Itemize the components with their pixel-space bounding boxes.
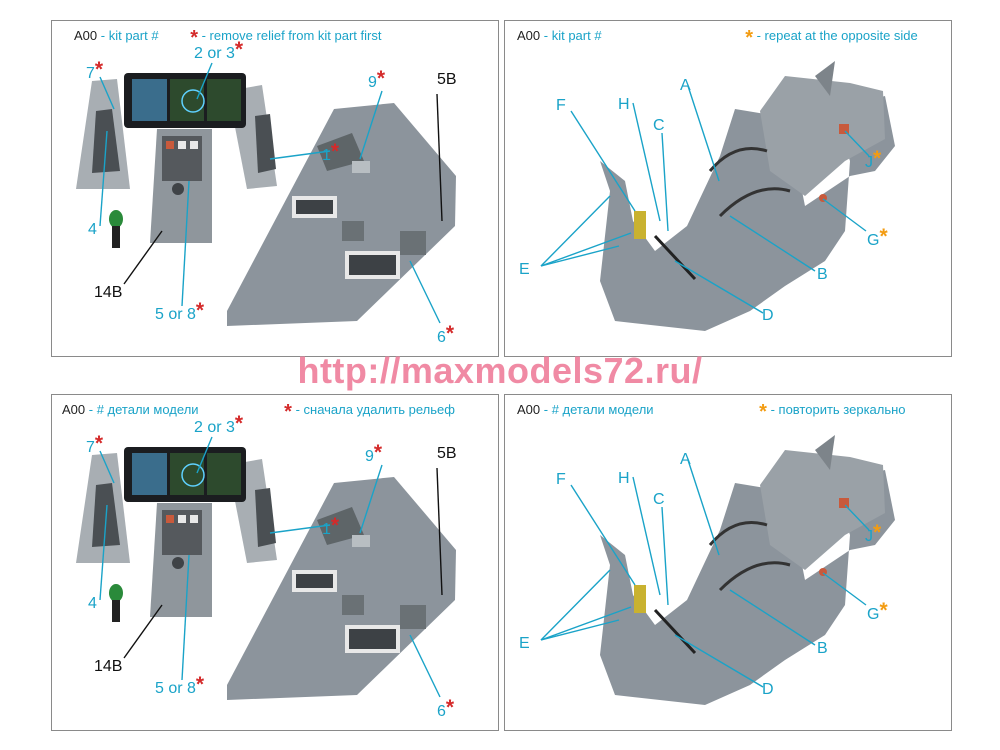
leader-lines: [540, 459, 870, 688]
asterisk-icon: *: [190, 27, 198, 49]
leader-lines: [99, 62, 441, 324]
black-leader-lines: [123, 467, 443, 659]
label-j: J*: [865, 521, 882, 545]
label-h: H: [618, 96, 630, 113]
panel-cockpit-ru: A00 - # детали модели * - сначала удалит…: [51, 394, 499, 731]
seat-illustration: [540, 435, 895, 705]
label-7: 7*: [86, 432, 104, 456]
instrument-panel-model: [76, 73, 277, 248]
label-5b: 5B: [437, 445, 457, 462]
label-f: F: [556, 97, 566, 114]
label-14b: 14B: [94, 658, 123, 675]
leader-lines: [99, 436, 441, 698]
label-9: 9*: [365, 441, 383, 465]
label-9: 9*: [368, 67, 386, 91]
asterisk-icon: *: [759, 401, 767, 423]
label-7: 7*: [86, 58, 104, 82]
label-g: G*: [867, 225, 888, 249]
label-14b: 14B: [94, 284, 123, 301]
leader-lines: [540, 85, 870, 314]
label-a: A: [680, 451, 691, 468]
panel-header: A00 - kit part # * - repeat at the oppos…: [517, 27, 918, 49]
ejection-seat-model: [600, 61, 895, 331]
panel-header: A00 - # детали модели * - повторить зерк…: [517, 401, 906, 423]
label-d: D: [762, 681, 774, 698]
asterisk-icon: *: [284, 401, 292, 423]
label-4: 4: [88, 595, 97, 612]
label-d: D: [762, 307, 774, 324]
label-b: B: [817, 640, 828, 657]
panel-seat-ru: A00 - # детали модели * - повторить зерк…: [504, 394, 952, 731]
label-j: J*: [865, 147, 882, 171]
label-c: C: [653, 117, 665, 134]
ejection-seat-model: [600, 435, 895, 705]
label-1: 1*: [322, 514, 340, 538]
label-c: C: [653, 491, 665, 508]
panel-header: A00 - # детали модели * - сначала удалит…: [62, 401, 455, 423]
cockpit-tub-model: [227, 103, 456, 326]
black-leader-lines: [123, 93, 443, 285]
label-h: H: [618, 470, 630, 487]
label-2-or-3: 2 or 3*: [194, 38, 244, 62]
label-2-or-3: 2 or 3*: [194, 412, 244, 436]
seat-illustration: [540, 61, 895, 331]
label-5-or-8: 5 or 8*: [155, 673, 205, 697]
label-f: F: [556, 471, 566, 488]
label-e: E: [519, 261, 530, 278]
label-5-or-8: 5 or 8*: [155, 299, 205, 323]
asterisk-icon: *: [745, 27, 753, 49]
panel-header: A00 - kit part # * - remove relief from …: [74, 27, 382, 49]
label-4: 4: [88, 221, 97, 238]
label-5b: 5B: [437, 71, 457, 88]
label-1: 1*: [322, 140, 340, 164]
label-e: E: [519, 635, 530, 652]
label-6: 6*: [437, 322, 455, 346]
label-a: A: [680, 77, 691, 94]
label-6: 6*: [437, 696, 455, 720]
panel-seat-en: A00 - kit part # * - repeat at the oppos…: [504, 20, 952, 357]
watermark-url: http://maxmodels72.ru/: [297, 350, 703, 391]
label-b: B: [817, 266, 828, 283]
cockpit-illustration: [76, 436, 456, 700]
cockpit-illustration: [76, 62, 456, 326]
panel-cockpit-en: A00 - kit part # * - remove relief from …: [51, 20, 499, 357]
label-g: G*: [867, 599, 888, 623]
instrument-panel-model: [76, 447, 277, 622]
cockpit-tub-model: [227, 477, 456, 700]
